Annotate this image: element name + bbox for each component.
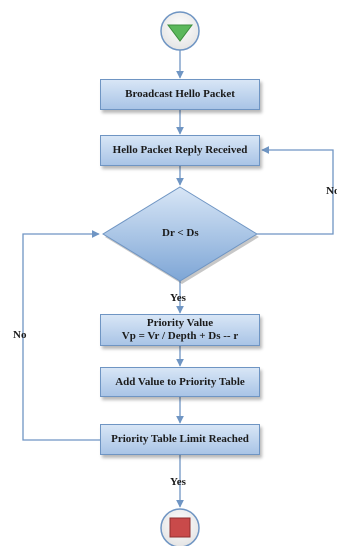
decision-node xyxy=(102,186,259,284)
decision-no-label: No xyxy=(326,185,337,197)
priority-value-title: Priority Value xyxy=(146,317,214,329)
green-down-triangle-icon xyxy=(167,24,193,42)
edge-limit-no xyxy=(22,230,100,441)
broadcast-hello-packet-box: Broadcast Hello Packet xyxy=(100,79,260,110)
hello-reply-received-label: Hello Packet Reply Received xyxy=(112,144,248,156)
start-node xyxy=(160,11,200,51)
priority-limit-box: Priority Table Limit Reached xyxy=(100,424,260,455)
priority-value-box: Priority Value Vp = Vr / Depth + Ds -- r xyxy=(100,314,260,346)
limit-no-label: No xyxy=(13,329,27,341)
red-square-icon xyxy=(169,517,191,538)
limit-yes-label: Yes xyxy=(170,476,186,488)
hello-reply-received-box: Hello Packet Reply Received xyxy=(100,135,260,166)
end-node xyxy=(160,508,200,546)
decision-label: Dr < Ds xyxy=(162,227,199,239)
broadcast-hello-packet-label: Broadcast Hello Packet xyxy=(125,88,235,100)
priority-limit-label: Priority Table Limit Reached xyxy=(111,433,249,445)
add-value-label: Add Value to Priority Table xyxy=(115,375,245,388)
add-value-box: Add Value to Priority Table xyxy=(100,367,260,397)
priority-value-formula: Vp = Vr / Depth + Ds -- r xyxy=(121,330,239,342)
edge-decision-no xyxy=(257,146,334,235)
decision-yes-label: Yes xyxy=(170,292,186,304)
